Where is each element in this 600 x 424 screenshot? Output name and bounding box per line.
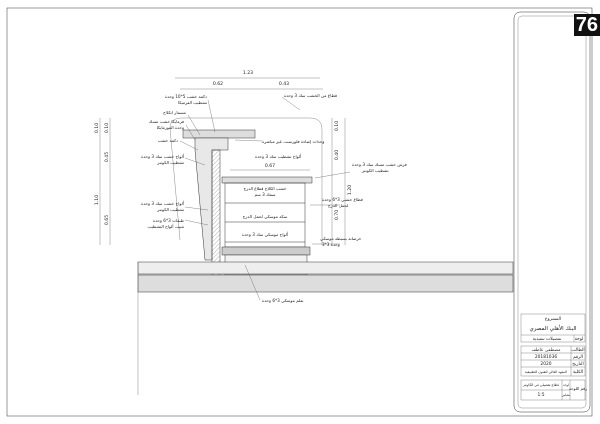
label-l3a: فرمايكا خشب مسك	[149, 119, 184, 124]
label-l7a: طبقات 3*6 وحدة	[153, 218, 185, 223]
project-name: البنك الأهلي المصري	[529, 324, 577, 332]
dim-left-total: 1.10	[94, 195, 100, 205]
title-block-border	[513, 11, 591, 413]
student-id: 20181036	[535, 354, 558, 360]
student-label: الطالب	[571, 348, 584, 353]
label-c1a: خشب الكلاج قطاع الدرج	[244, 186, 287, 191]
id-label: الرقم	[573, 355, 583, 360]
label-r6b: 3*3 وحدة	[322, 242, 340, 247]
left-annotations: دكمة خشب 5*10 وحدة تشطيب الفرميكا مسمار …	[141, 94, 208, 229]
label-r2: وحدات إضاءة فلورسنت غير مباشرة	[262, 139, 324, 145]
sheet-border	[6, 7, 593, 417]
date: 2020	[540, 361, 551, 367]
label-l5b: تشطيب الكونتر	[156, 160, 185, 165]
college: المعهد العالي للفنون التطبيقية	[525, 370, 567, 374]
label-l1a: دكمة خشب 5*10 وحدة	[165, 94, 207, 99]
dim-right-mid: 0.40	[334, 150, 340, 160]
label-l7b: تثبيت ألواح التشطيب	[148, 223, 185, 229]
sheet-title-label: لوحة	[563, 383, 569, 387]
label-l6b: تشطيب الكونتر	[156, 207, 185, 212]
label-r4a: فرش خشب مسك سك 3 وحدة	[352, 162, 407, 167]
label-l6a: ألواح خشب سك 3 وحدة	[141, 200, 184, 206]
label-c2: سكة موسكي لحمل الدرج	[243, 214, 288, 219]
dim-top-left: 0.62	[213, 81, 223, 87]
label-r6a: خرصانة بسيطة موسكي	[320, 236, 362, 241]
label-l1b: تشطيب الفرميكا	[178, 100, 208, 105]
dim-left-mid: 0.45	[104, 152, 110, 162]
leader-lines	[179, 96, 351, 301]
date-label: التاريخ	[572, 362, 583, 367]
counter-section	[137, 117, 514, 395]
dim-inner-width: 0.67	[265, 163, 275, 169]
dim-left-top2: 0.10	[104, 123, 110, 133]
dim-left-low: 0.65	[104, 215, 110, 225]
label-r3: ألواح تشطيب سك 3 وحدة	[255, 153, 301, 159]
dim-top-total: 1.23	[243, 70, 253, 76]
label-c1b: سمك 3 سم	[254, 192, 276, 197]
college-label: الكلية	[573, 369, 583, 375]
sheet-scale: 1:5	[537, 392, 544, 398]
label-l5a: ألواح خشب سك 3 وحدة	[141, 153, 184, 159]
label-l3b: وحدة الفورمايكا	[157, 125, 184, 130]
label-r5a: قطاع خشبي 3*6 وحدة	[322, 197, 363, 202]
label-r5b: لحمل الدرج	[328, 203, 348, 208]
dim-left-top: 0.10	[94, 123, 100, 133]
sheet-number-badge: 76	[573, 14, 600, 36]
scale-label: مقياس	[562, 393, 571, 397]
left-dimensions: 0.10 0.10 0.45 1.10 0.65	[94, 118, 111, 245]
dim-right-total: 1.20	[347, 185, 353, 195]
drawer-annotations: خشب الكلاج قطاع الدرج سمك 3 سم سكة موسكي…	[242, 186, 304, 303]
label-bottom: نعلم موسكي 3*6 وحدة	[262, 298, 304, 303]
dim-right-low: 0.70	[334, 210, 340, 220]
drawing-type: تفصيلات تنفيذية	[533, 337, 562, 342]
label-l2: مسمار اتكلاج	[163, 110, 186, 115]
label-r1: قطاع من الخشب سك 3 وحدة	[284, 93, 337, 98]
drawing-type-label: لوحة	[575, 337, 584, 342]
top-dimensions: 1.23 0.62 0.43 0.67	[175, 70, 323, 171]
project-label: المشروع	[545, 317, 561, 322]
right-annotations: قطاع من الخشب سك 3 وحدة وحدات إضاءة فلور…	[255, 93, 407, 247]
sheet-title: قطاع تفصيلي في الكاونتر	[522, 383, 559, 387]
label-l4: دكمة خشب	[158, 138, 178, 143]
dim-right-top: 0.10	[334, 121, 340, 131]
student-name: مصطفى عاطف	[531, 348, 560, 353]
title-block: المشروع البنك الأهلي المصري تفصيلات تنفي…	[520, 313, 587, 401]
label-r4b: تشطيب الكونتر	[361, 168, 390, 173]
right-dimensions: 0.10 0.40 1.20 0.70	[331, 118, 353, 245]
label-c3: ألواح موسكي سك 3 وحدة	[242, 231, 288, 237]
sheet-no-label: رقم اللوحة	[569, 386, 587, 391]
dim-top-right: 0.43	[279, 81, 289, 87]
